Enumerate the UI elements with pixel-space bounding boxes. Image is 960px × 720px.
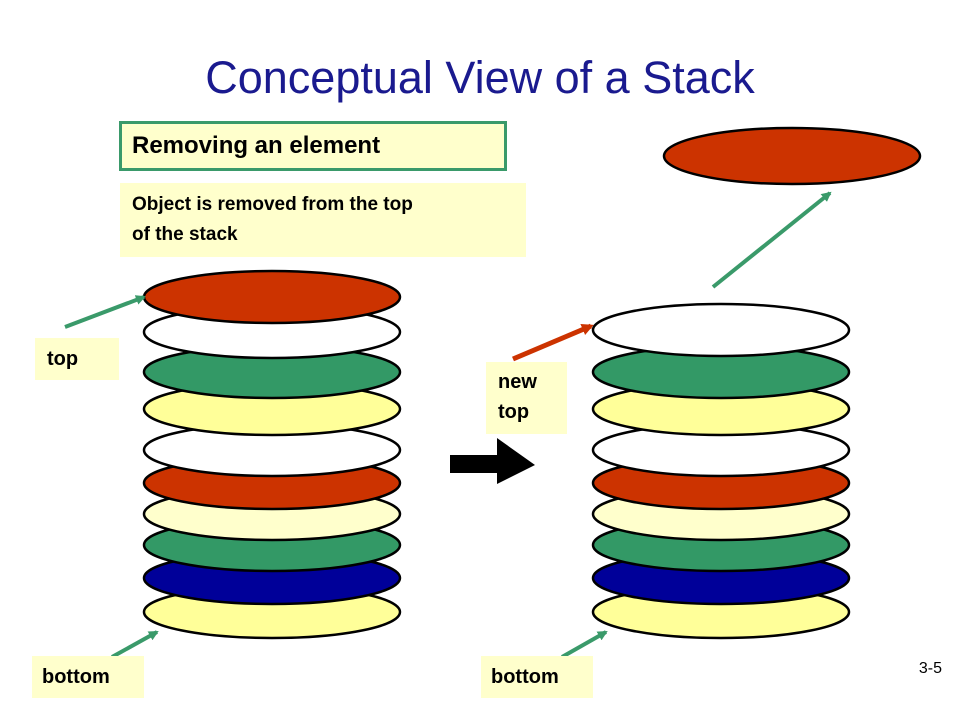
right-stack-disk-1 bbox=[591, 302, 851, 358]
description-box: Object is removed from the top of the st… bbox=[120, 183, 526, 257]
new-top-label-line-1: new bbox=[498, 371, 537, 393]
bottom-right-label: bottom bbox=[481, 656, 593, 698]
removed-disk bbox=[662, 126, 922, 186]
left-stack-disk-1 bbox=[142, 269, 402, 325]
slide-number: 3-5 bbox=[918, 660, 942, 677]
new-top-pointer-arrow bbox=[512, 323, 594, 362]
transition-arrow-icon bbox=[450, 438, 535, 484]
bottom-left-pointer-arrow bbox=[111, 630, 159, 659]
top-label: top bbox=[35, 338, 119, 380]
bottom-right-pointer-arrow bbox=[561, 630, 608, 659]
bottom-left-label: bottom bbox=[32, 656, 144, 698]
right-stack bbox=[591, 302, 851, 640]
heading-box: Removing an element bbox=[119, 121, 507, 171]
new-top-label: new top bbox=[486, 362, 567, 434]
new-top-label-line-2: top bbox=[498, 401, 530, 423]
description-line-2: of the stack bbox=[132, 224, 238, 245]
description-line-1: Object is removed from the top bbox=[132, 194, 413, 215]
left-stack bbox=[142, 269, 402, 640]
slide-title: Conceptual View of a Stack bbox=[205, 52, 755, 103]
removal-arrow bbox=[711, 191, 832, 289]
top-pointer-arrow bbox=[64, 295, 146, 329]
